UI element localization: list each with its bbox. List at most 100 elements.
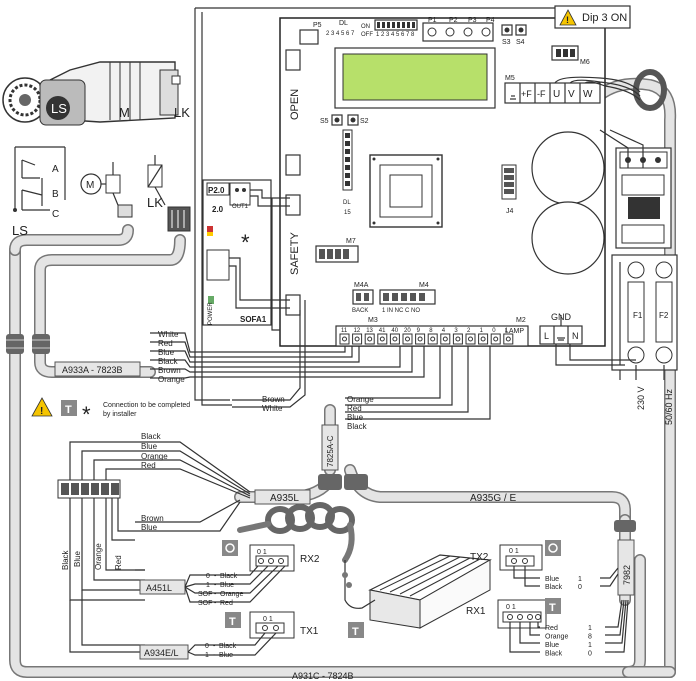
back-label: BACK [352, 308, 368, 314]
tx1-label: TX1 [300, 626, 319, 637]
m5-terminal [504, 82, 601, 104]
m3-pin-label: 3 [454, 328, 458, 334]
m3-pin-box [415, 333, 426, 345]
v20-label: 2.0 [212, 205, 224, 214]
dip-switch-bank[interactable] [374, 19, 418, 31]
m3-pin-screw [367, 336, 373, 342]
power-terminal [539, 315, 583, 345]
ls-label: LS [12, 223, 28, 238]
m3-label: M3 [368, 317, 378, 324]
a934el-row-sep: - [213, 643, 216, 650]
a451l-row-sep: - [214, 600, 217, 607]
m3-pin-screw [354, 336, 360, 342]
m3-pin-label: 20 [404, 328, 411, 334]
c7825-label-box [321, 424, 339, 471]
a934el-row-color: Blue [219, 652, 233, 659]
rx1-row-color: Orange [545, 634, 568, 641]
a935l-wire-1: Black [141, 432, 162, 441]
m3-pin-box [440, 333, 451, 345]
a451l-row-num: SOF [198, 600, 212, 607]
f1-label: F1 [633, 311, 643, 320]
switch-c-label: C [52, 209, 59, 220]
m5-pin-1: +F [521, 89, 532, 99]
rx1-row-num: 1 [588, 642, 592, 649]
ferrite-middle [318, 474, 368, 490]
lamp-label: LAMP [505, 328, 524, 335]
a935ge-label: A935G / E [470, 493, 516, 504]
m3-pin-screw [379, 336, 385, 342]
a933a-wire-5: Brown [158, 366, 181, 375]
m3-pin-screw [455, 336, 461, 342]
dip-nums: 1 2 3 4 5 6 7 8 [376, 32, 415, 38]
sofa-connector [285, 294, 301, 316]
transformer [369, 154, 443, 228]
dl15-num: 15 [344, 210, 351, 216]
m5-pin-4: V [568, 89, 575, 100]
s5-label: S5 [320, 118, 329, 125]
m3-pin-label: 1 [505, 328, 509, 334]
m5-pin-3: U [553, 89, 560, 100]
switch-a-label: A [52, 164, 59, 175]
m3-pin-label: 40 [391, 328, 398, 334]
m3-pin-label: 8 [429, 328, 433, 334]
a933a-wire-2: Red [158, 339, 173, 348]
lcd-display [342, 53, 488, 101]
c7825-wire-2: Red [347, 404, 362, 413]
rx1-t-text: T [549, 602, 556, 614]
m3-pin-screw [480, 336, 486, 342]
dip-note-text: Dip 3 ON [582, 12, 627, 24]
capacitor-1 [531, 131, 605, 205]
a933a-wire-1: White [158, 330, 179, 339]
motor-symbol [80, 162, 133, 218]
m3-pin-label: 11 [341, 328, 348, 334]
tx2-device [499, 540, 561, 587]
a934el-label: A934E/L [144, 648, 179, 658]
m6-label: M6 [580, 59, 590, 66]
relay-block [599, 129, 672, 249]
tx2-row-color: Blue [545, 576, 559, 583]
n-label: N [572, 331, 579, 341]
m3-pin-screw [468, 336, 473, 342]
ferrite-left [6, 334, 50, 354]
tx1-device [225, 611, 295, 639]
spiral-cable [237, 502, 355, 563]
v230-label: 230 V [636, 386, 646, 410]
m3-pin-label: 2 [467, 328, 471, 334]
connector-2 [285, 154, 301, 176]
a935l-wire-2: Blue [141, 442, 158, 451]
tx2-label: TX2 [470, 552, 489, 563]
dl15-label: DL [343, 200, 351, 206]
safety-label: SAFETY [289, 232, 301, 275]
a935l-wire-3: Orange [141, 452, 168, 461]
a935l-wire-5: Brown [141, 514, 164, 523]
led-column [342, 129, 353, 191]
a933a-wire-3: Blue [158, 348, 175, 357]
a451l-row-sep: - [214, 591, 217, 598]
c7825-wire-3: Blue [347, 413, 364, 422]
c7982-label-box [617, 539, 635, 596]
tx2-row-num: 0 [578, 584, 582, 591]
m3-pin-label: 4 [442, 328, 446, 334]
brown-wire-label: Brown [262, 395, 285, 404]
p1-label: P1 [428, 17, 437, 24]
m3-pin-box [339, 333, 350, 345]
m3-pin-box [452, 333, 463, 345]
a451l-label: A451L [146, 583, 172, 593]
m3-pin-box [364, 333, 375, 345]
limit-switch-schematic [13, 146, 66, 212]
ferrite-top-right [633, 69, 667, 111]
asterisk-marker: * [241, 230, 250, 255]
l-label: L [544, 331, 549, 341]
m3-pin-box [427, 333, 438, 345]
safety-edge-profile [342, 554, 492, 629]
sofa1-module [202, 179, 272, 326]
m3-pin-screw [417, 336, 423, 342]
vert-wire-3: Orange [94, 543, 103, 570]
a934el-row-num: 1 [205, 652, 209, 659]
svg-text:!: ! [566, 15, 569, 25]
terminal-block [57, 479, 145, 653]
ferrite-right [614, 520, 636, 532]
